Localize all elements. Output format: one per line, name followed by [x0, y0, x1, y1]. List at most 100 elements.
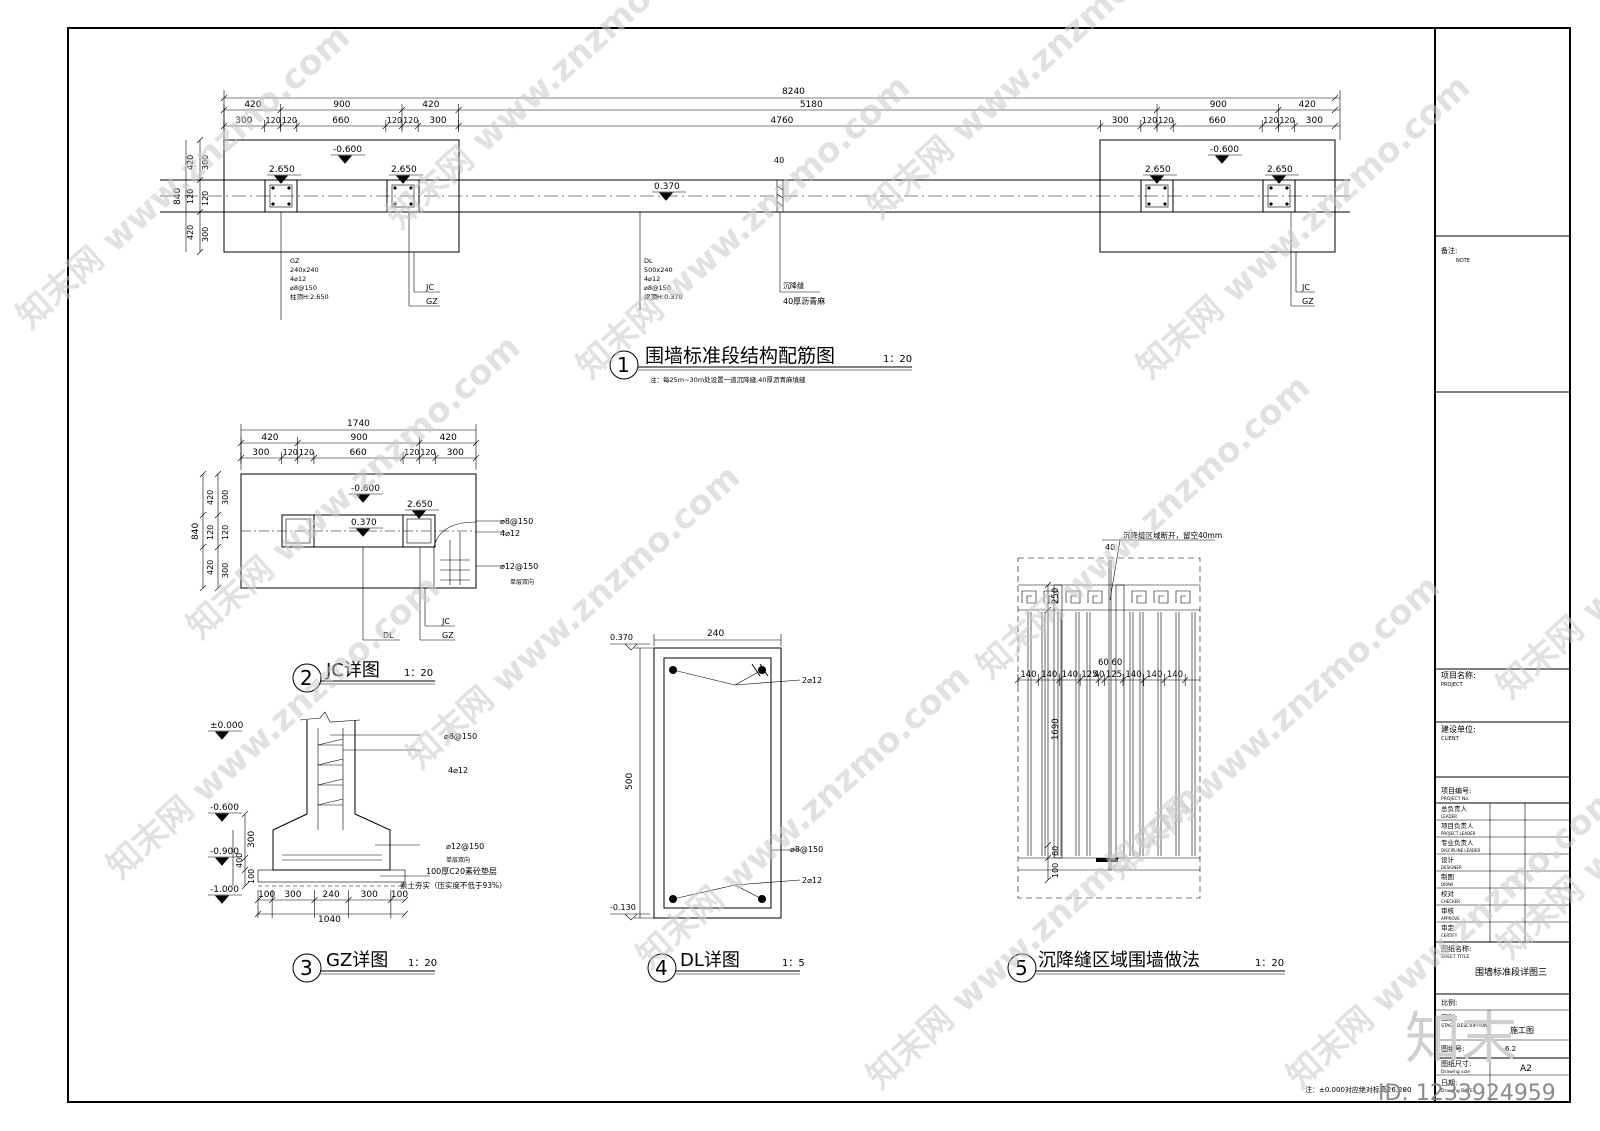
d1-scale: 1：20: [883, 354, 912, 365]
d3-rebar-3: ⌀12@150: [446, 842, 484, 851]
d1-gz-left: GZ: [426, 297, 438, 306]
d1-elev-col: 2.650: [269, 165, 295, 175]
svg-text:⌀8@150: ⌀8@150: [644, 284, 671, 292]
d2-dim-left: 300: [221, 563, 230, 578]
d2-dim-left: 420: [206, 490, 215, 505]
svg-text:240x240: 240x240: [290, 266, 319, 274]
role-label: 设计: [1441, 855, 1455, 864]
d2-gz: GZ: [442, 631, 454, 640]
d2-dim-mid: 900: [351, 433, 368, 443]
d1-dim-mid: 420: [1299, 100, 1316, 110]
d1-dim-low: 300: [1306, 116, 1323, 126]
d5-dim-row: 140: [1062, 670, 1078, 680]
d4-width: 240: [707, 629, 724, 639]
project-no-label: 项目编号:: [1441, 786, 1471, 795]
d5-frame: [1017, 557, 1201, 899]
d1-num-circle: [609, 350, 639, 380]
d5-note: 沉降缝区域断开，留空40mm: [1123, 530, 1222, 540]
d1-dim-low: 120: [403, 116, 418, 125]
watermark-text: 知末网 www.znzmo.com: [969, 367, 1318, 687]
svg-text:柱顶H:2.650: 柱顶H:2.650: [290, 292, 329, 301]
d2-num: 2: [300, 666, 313, 690]
joint-dim: 40: [774, 156, 784, 165]
svg-text:DL: DL: [644, 257, 653, 265]
watermark: 知末网 www.znzmo.com 知末网 www.znzmo.com 知末网 ww…: [9, 0, 1600, 1097]
size-label-en: Drawing size: [1441, 1069, 1470, 1075]
drawing-no-value: 6.2: [1505, 1045, 1516, 1053]
sheet-title-label-en: SHEET TITLE: [1441, 954, 1469, 960]
d5-gap: 40: [1105, 543, 1115, 552]
drawing-3: ±0.000-0.600-0.900-1.000 ⌀8@150 4⌀12 ⌀12…: [208, 711, 507, 983]
d2-rebar-3: ⌀12@150: [500, 562, 538, 571]
d3-elev: -0.600: [210, 803, 239, 813]
role-label: 审核: [1441, 906, 1455, 915]
d2-dim-left: 300: [221, 490, 230, 505]
sheet-border: [67, 27, 1571, 1103]
d1-dim-left: 420: [186, 225, 195, 240]
d3-num: 3: [300, 956, 313, 980]
d5-dim-left: 1690: [1051, 718, 1061, 740]
d1-dim-left: 120: [201, 191, 210, 206]
d3-elev: -0.900: [210, 847, 239, 857]
dl-section: [653, 647, 782, 919]
d2-jc: JC: [441, 617, 450, 626]
d5-dim-row: 140: [1146, 670, 1162, 680]
role-label-en: DESIGNER: [1441, 865, 1462, 870]
project-no-label-en: PROJECT No.: [1441, 796, 1469, 802]
role-label-en: DISCIPLINE LEADER: [1441, 848, 1480, 853]
joint-label-1: 沉降缝: [783, 281, 804, 290]
role-label-en: CHECKER: [1441, 899, 1460, 904]
d3-elev: -1.000: [210, 885, 239, 895]
d2-dim-low: 120: [299, 448, 314, 457]
phase-label: 图别:: [1441, 1013, 1457, 1022]
dl-label: DL 500x240 4⌀12 ⌀8@150 梁顶H:0.370: [644, 257, 683, 301]
d1-dim-low: 120: [1158, 116, 1173, 125]
d3-rebar-1: ⌀8@150: [444, 732, 477, 741]
d1-gz-right: GZ: [1302, 297, 1314, 306]
d1-dim-low: 300: [1112, 116, 1129, 126]
role-label: 总负责人: [1441, 804, 1468, 813]
d2-dim-low: 120: [420, 448, 435, 457]
svg-text:500x240: 500x240: [644, 266, 673, 274]
d2-elev-footing: -0.600: [351, 484, 380, 494]
d2-rebar-4: 单层双向: [510, 578, 534, 586]
watermark-id: ID: 1233924959: [1378, 1081, 1556, 1106]
d4-rebar-2: ⌀8@150: [790, 845, 823, 854]
d4-title: DL详图: [680, 950, 740, 971]
d2-dim-low: 660: [350, 448, 367, 458]
d2-dim-low: 300: [447, 448, 464, 458]
d1-dim-total: 8240: [782, 87, 805, 97]
d4-elev-bot: -0.130: [610, 903, 636, 912]
d4-rebar-3: 2⌀12: [802, 876, 822, 885]
d1-dim-low: 660: [1209, 116, 1226, 126]
d2-dim-left: 120: [206, 525, 215, 540]
d2-dim-left: 840: [191, 523, 201, 540]
d1-elev-beam: 0.370: [654, 182, 680, 192]
d4-elev-top: 0.370: [610, 633, 633, 642]
role-label-en: APPROVE: [1441, 916, 1460, 921]
d3-dim-bottom: 300: [284, 890, 301, 900]
d5-dim-row: 125: [1081, 670, 1097, 680]
d3-dim-left: 100: [247, 869, 256, 884]
d2-dl: DL: [383, 631, 394, 640]
project-label-en: PROJECT: [1441, 682, 1464, 688]
size-label: 图纸尺寸:: [1441, 1059, 1471, 1068]
watermark-text: 知末网 www.znzmo.com: [99, 567, 448, 887]
svg-text:4⌀12: 4⌀12: [644, 275, 660, 283]
d1-dim-low: 120: [387, 116, 402, 125]
d1-dim-low: 300: [235, 116, 252, 126]
phase-label-en: STAGE DESCRIPTION: [1441, 1023, 1487, 1029]
d5-dim-row: 140: [1125, 670, 1141, 680]
scale-label: 比例:: [1441, 998, 1457, 1007]
watermark-text: 知末网 www.znzmo.com: [859, 0, 1208, 227]
d2-title: JC详图: [325, 660, 380, 681]
drawing-4: 240 2⌀12 ⌀8@150 2⌀12 500 0.370 -0.130 4 …: [610, 629, 823, 983]
d5-dim-left: 100: [1051, 863, 1060, 878]
gz-label: GZ 240x240 4⌀12 ⌀8@150 柱顶H:2.650: [290, 257, 329, 301]
d2-dim-low: 300: [252, 448, 269, 458]
d3-dim-bottom: 300: [361, 890, 378, 900]
